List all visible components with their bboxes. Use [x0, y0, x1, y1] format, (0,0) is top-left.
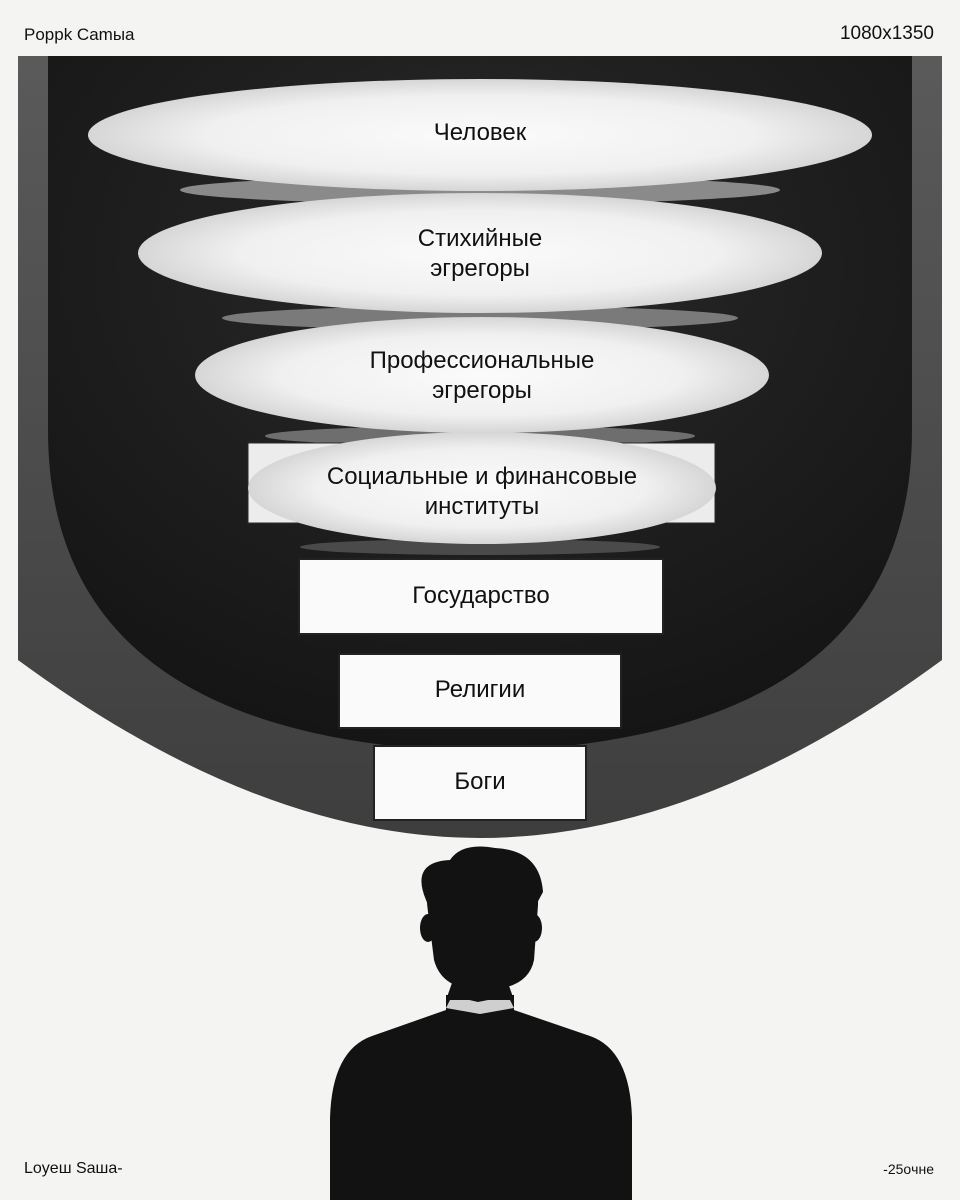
- level-label-sotsialnye: Социальные и финансовые институты: [2, 462, 960, 522]
- level-ellipse-sotsialnye: [248, 432, 716, 544]
- header-right-text: 1080x1350: [839, 23, 934, 44]
- level-label-line: эгрегоры: [432, 377, 532, 404]
- level-label-professionalnye: Профессиональные эгрегоры: [2, 346, 960, 406]
- level-label-line: Социальные и финансовые: [326, 463, 638, 490]
- level-label-chelovek: Человек: [0, 118, 960, 148]
- level-label-line: Религии: [434, 676, 526, 703]
- level-label-line: Стихийные: [417, 225, 543, 252]
- level-label-line: Профессиональные: [369, 347, 595, 374]
- level-label-stikhiynye: Стихийные эгрегоры: [0, 224, 960, 284]
- level-rect-religii: [338, 653, 622, 729]
- level-label-line: институты: [424, 493, 540, 520]
- footer-right-text: -25oчнe: [883, 1161, 934, 1177]
- level-label-line: Боги: [454, 768, 506, 795]
- level-rim: [300, 539, 660, 555]
- footer-left-text: Loyeш Saша-: [24, 1160, 123, 1177]
- level-label-religii: Религии: [0, 675, 960, 705]
- level-label-line: эгрегоры: [430, 255, 530, 282]
- level-label-line: Государство: [412, 582, 550, 609]
- header-left-text: Popрk Camыa: [24, 25, 135, 44]
- level-ellipse-professionalnye: [195, 317, 769, 433]
- level-rect-gosudarstvo: [298, 558, 664, 635]
- person-silhouette-icon: [330, 846, 632, 1200]
- level-label-gosudarstvo: Государство: [1, 581, 960, 611]
- level-label-bogi: Боги: [0, 767, 960, 797]
- level-label-line: Человек: [433, 119, 527, 146]
- level-ellipse-stikhiynye: [138, 193, 822, 313]
- level-ellipse-chelovek: [88, 79, 872, 191]
- level-rect-bogi: [373, 745, 587, 821]
